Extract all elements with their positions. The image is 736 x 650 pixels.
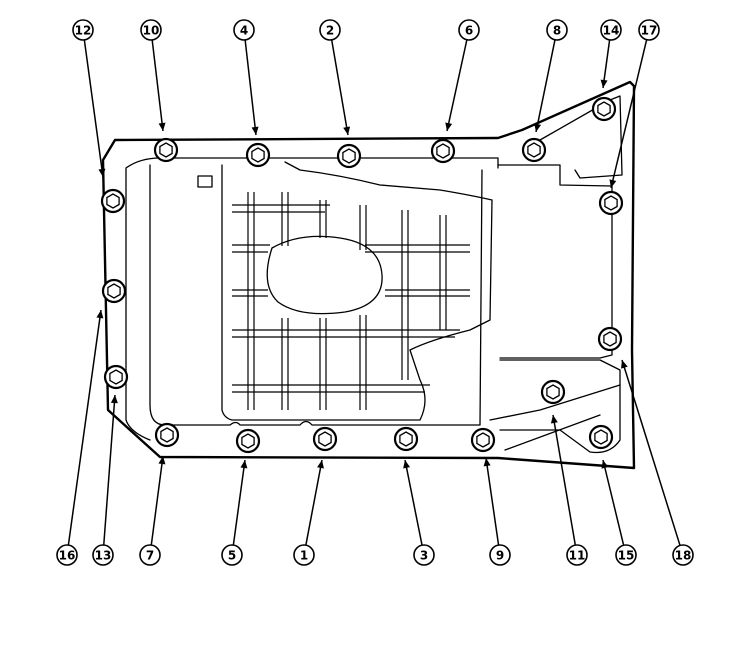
callout-label-10: 10 bbox=[143, 24, 160, 38]
callout-16: 16 bbox=[56, 544, 78, 566]
bolt-16 bbox=[101, 278, 127, 304]
callout-9: 9 bbox=[489, 544, 511, 566]
bolt-13 bbox=[103, 364, 129, 390]
callout-label-2: 2 bbox=[326, 24, 334, 38]
left-flange-inner bbox=[125, 157, 499, 441]
leader-line-6 bbox=[445, 39, 468, 132]
rib-grid bbox=[232, 192, 470, 410]
callout-label-1: 1 bbox=[300, 549, 308, 563]
callout-12: 12 bbox=[72, 19, 94, 41]
callout-label-7: 7 bbox=[146, 549, 154, 563]
bolt-14 bbox=[591, 96, 617, 122]
callout-label-17: 17 bbox=[641, 24, 658, 38]
leader-line-11 bbox=[550, 414, 577, 546]
bolt-11 bbox=[540, 379, 566, 405]
bolt-1 bbox=[312, 426, 338, 452]
bolt-6 bbox=[430, 138, 456, 164]
callout-5: 5 bbox=[221, 544, 243, 566]
bolt-18 bbox=[597, 326, 623, 352]
leader-line-15 bbox=[601, 459, 625, 546]
leader-line-3 bbox=[403, 459, 423, 546]
bolt-10 bbox=[153, 137, 179, 163]
callout-4: 4 bbox=[233, 19, 255, 41]
callout-2: 2 bbox=[319, 19, 341, 41]
callout-label-15: 15 bbox=[618, 549, 635, 563]
callout-label-3: 3 bbox=[420, 549, 428, 563]
bolt-8 bbox=[521, 137, 547, 163]
center-boss bbox=[266, 235, 383, 315]
leader-line-4 bbox=[244, 39, 259, 136]
callout-15: 15 bbox=[615, 544, 637, 566]
callout-18: 18 bbox=[672, 544, 694, 566]
leader-line-10 bbox=[151, 39, 166, 132]
oil-pan-outline bbox=[101, 80, 636, 470]
bolt-7 bbox=[154, 422, 180, 448]
callout-8: 8 bbox=[546, 19, 568, 41]
leader-line-5 bbox=[232, 459, 248, 546]
small-plug bbox=[197, 175, 213, 188]
callout-11: 11 bbox=[566, 544, 588, 566]
leader-line-14 bbox=[600, 39, 611, 89]
callout-13: 13 bbox=[92, 544, 114, 566]
leader-line-16 bbox=[67, 309, 104, 546]
callout-label-18: 18 bbox=[675, 549, 692, 563]
bolt-2 bbox=[336, 143, 362, 169]
callout-label-4: 4 bbox=[240, 24, 248, 38]
bolt-12 bbox=[100, 188, 126, 214]
bolt-9 bbox=[470, 427, 496, 453]
oil-pan-body bbox=[101, 80, 636, 470]
bolt-3 bbox=[393, 426, 419, 452]
bolt-17 bbox=[598, 190, 624, 216]
callout-label-13: 13 bbox=[95, 549, 112, 563]
callout-14: 14 bbox=[600, 19, 622, 41]
leader-line-8 bbox=[534, 39, 556, 133]
bolt-15 bbox=[588, 424, 614, 450]
right-upper-flange bbox=[497, 164, 613, 359]
callout-17: 17 bbox=[638, 19, 660, 41]
callout-label-5: 5 bbox=[228, 549, 236, 563]
callout-label-12: 12 bbox=[75, 24, 92, 38]
callout-label-11: 11 bbox=[569, 549, 586, 563]
leader-line-9 bbox=[483, 457, 500, 546]
callout-7: 7 bbox=[139, 544, 161, 566]
callout-label-16: 16 bbox=[59, 549, 76, 563]
right-lower-web bbox=[489, 384, 621, 451]
bolt-4 bbox=[245, 142, 271, 168]
bolt-layer bbox=[100, 96, 624, 454]
inner-pan-wall bbox=[149, 164, 483, 426]
callout-label-14: 14 bbox=[603, 24, 620, 38]
leader-line-2 bbox=[330, 39, 351, 136]
leader-layer bbox=[67, 39, 681, 546]
leader-line-18 bbox=[621, 359, 681, 546]
callout-label-9: 9 bbox=[496, 549, 504, 563]
leader-line-17 bbox=[609, 39, 648, 189]
leader-line-13 bbox=[103, 394, 118, 546]
callout-label-6: 6 bbox=[465, 24, 473, 38]
bolt-5 bbox=[235, 428, 261, 454]
callout-3: 3 bbox=[413, 544, 435, 566]
leader-line-12 bbox=[83, 39, 106, 178]
callout-label-8: 8 bbox=[553, 24, 561, 38]
callout-10: 10 bbox=[140, 19, 162, 41]
inner-sump bbox=[221, 161, 493, 421]
callout-1: 1 bbox=[293, 544, 315, 566]
right-lower-flange bbox=[499, 359, 621, 454]
leader-line-7 bbox=[150, 455, 166, 546]
callout-6: 6 bbox=[458, 19, 480, 41]
leader-line-1 bbox=[305, 459, 324, 546]
